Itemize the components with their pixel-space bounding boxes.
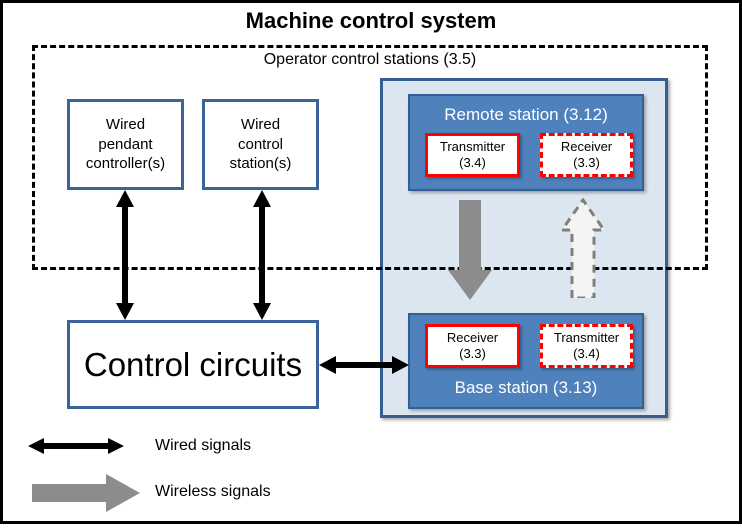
base-receiver-box: Receiver (3.3) [425,324,520,368]
base-receiver-label: Receiver (3.3) [446,329,499,361]
wired-pendant-controller-box: Wired pendant controller(s) [67,99,184,190]
wired-control-station-label: Wired control station(s) [229,116,292,173]
remote-receiver-box: Receiver (3.3) [540,133,633,177]
legend-wireless-label: Wireless signals [155,483,271,500]
legend-wireless-arrow-icon [32,474,140,512]
wired-signal-arrow-basestation-icon [319,356,409,374]
legend-wired-arrow-icon [28,438,124,454]
remote-transmitter-box: Transmitter (3.4) [425,133,520,177]
remote-transmitter-label: Transmitter (3.4) [439,138,506,170]
base-transmitter-box: Transmitter (3.4) [540,324,633,368]
wired-control-station-box: Wired control station(s) [202,99,319,190]
wireless-downlink-arrow-icon [448,200,492,300]
wireless-control-panel: Remote station (3.12) Transmitter (3.4) … [380,78,668,418]
diagram-title: Machine control system [245,8,497,33]
base-transmitter-label: Transmitter (3.4) [553,329,620,361]
wired-signal-arrow-station-icon [253,190,271,320]
legend-wired-label: Wired signals [155,437,252,454]
control-circuits-label: Control circuits [83,345,303,383]
control-circuits-box: Control circuits [67,320,319,409]
wireless-uplink-arrow-icon [560,198,606,298]
remote-receiver-label: Receiver (3.3) [560,138,613,170]
wired-pendant-controller-label: Wired pendant controller(s) [85,116,166,173]
base-station-label: Base station (3.13) [454,378,598,397]
remote-station-box: Remote station (3.12) Transmitter (3.4) … [408,94,644,191]
base-station-box: Receiver (3.3) Transmitter (3.4) Base st… [408,313,644,409]
remote-station-label: Remote station (3.12) [444,105,608,124]
wired-signal-arrow-pendant-icon [116,190,134,320]
operator-control-stations-label: Operator control stations (3.5) [263,51,477,68]
